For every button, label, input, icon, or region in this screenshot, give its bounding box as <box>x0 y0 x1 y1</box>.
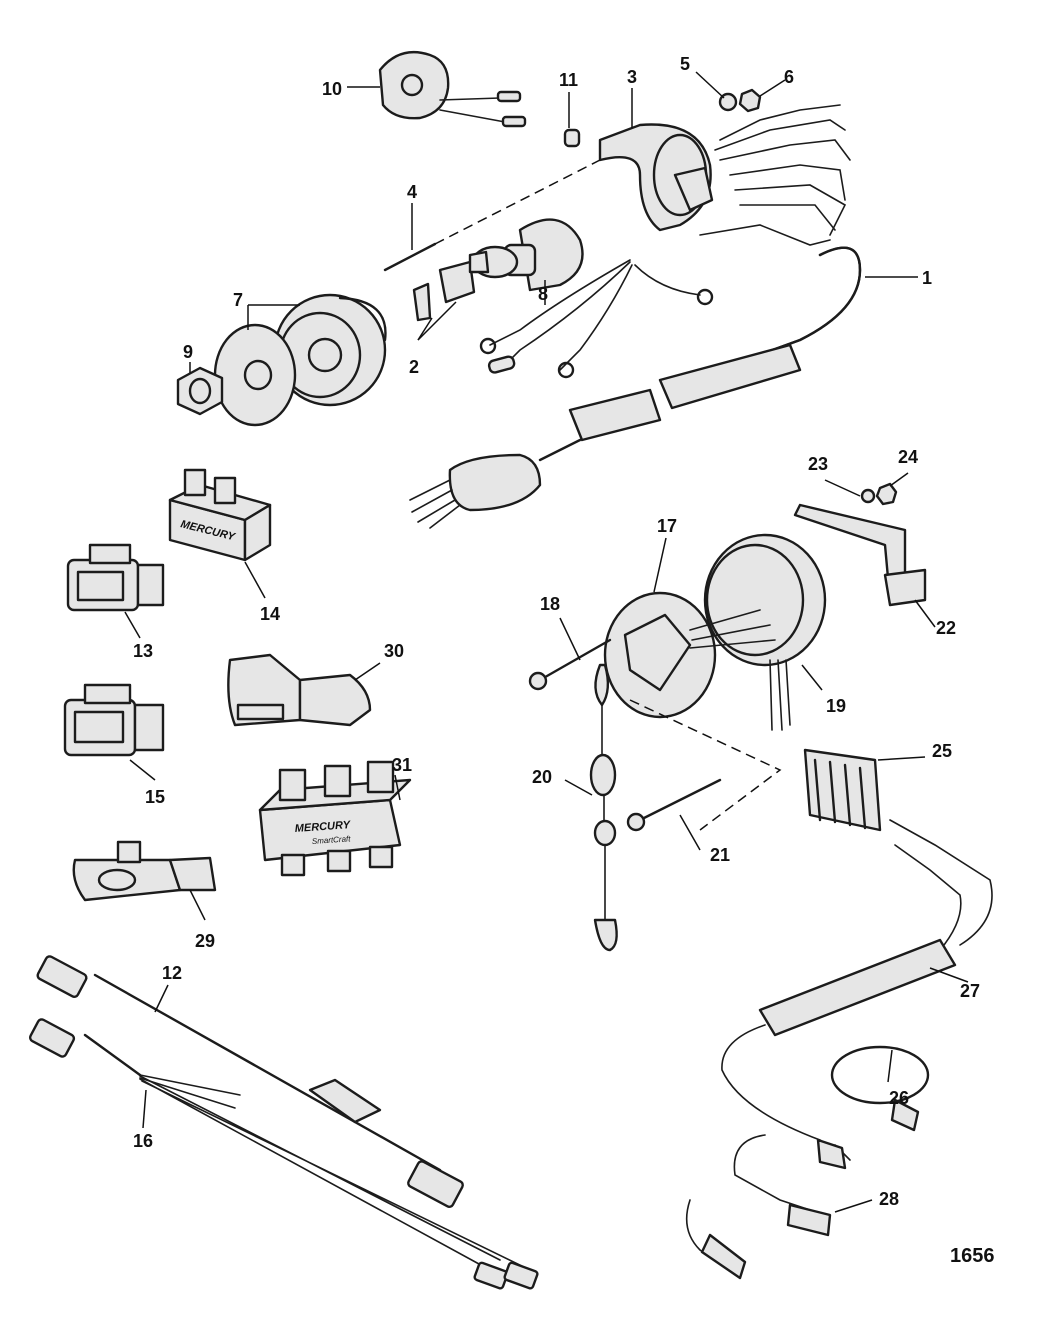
callout-7: 7 <box>233 290 243 310</box>
part-26-cable-tie <box>830 1045 930 1132</box>
callout-26: 26 <box>889 1088 909 1108</box>
part-24-nut <box>875 482 898 506</box>
callout-9: 9 <box>183 342 193 362</box>
part-29-connector <box>72 840 217 902</box>
part-1-harness <box>409 104 862 529</box>
part-15-connector <box>63 683 165 757</box>
callout-1: 1 <box>922 268 932 288</box>
callout-17: 17 <box>657 516 677 536</box>
part-31-junction: MERCURY SmartCraft <box>258 760 412 877</box>
callout-31: 31 <box>392 755 412 775</box>
part-19-gauge-body <box>703 533 827 731</box>
callout-labels: 10 11 3 5 6 4 7 8 9 1 2 14 13 30 15 31 2… <box>133 54 995 1267</box>
callout-30: 30 <box>384 641 404 661</box>
brand-label-31: MERCURY <box>294 819 352 835</box>
part-12-cable <box>36 955 464 1208</box>
callout-27: 27 <box>960 981 980 1001</box>
part-6-nut <box>738 88 762 113</box>
callout-3: 3 <box>627 67 637 87</box>
part-13-connector <box>66 543 165 612</box>
callout-4: 4 <box>407 182 417 202</box>
figure-number: 1656 <box>950 1245 995 1267</box>
callout-11: 11 <box>559 70 578 90</box>
callout-22: 22 <box>936 618 956 638</box>
brand-sublabel-31: SmartCraft <box>312 834 352 846</box>
callout-23: 23 <box>808 454 828 474</box>
part-28-leads <box>685 1134 832 1280</box>
callout-21: 21 <box>710 845 730 865</box>
part-7-housing <box>273 293 387 407</box>
leader-lines <box>124 71 969 1213</box>
part-22-bracket <box>793 503 927 607</box>
part-2-plate <box>438 260 476 304</box>
part-17-lanyard-switch <box>603 591 776 719</box>
part-10-switch <box>378 50 527 128</box>
part-30-connector <box>227 653 372 727</box>
callout-29: 29 <box>195 931 215 951</box>
callout-15: 15 <box>145 787 165 807</box>
part-16-cable <box>28 1018 539 1290</box>
part-2-clip <box>412 282 432 322</box>
callout-6: 6 <box>784 67 794 87</box>
callout-14: 14 <box>260 604 280 624</box>
part-8-keyswitch <box>468 218 584 292</box>
callout-10: 10 <box>322 79 342 99</box>
callout-12: 12 <box>162 963 182 983</box>
callout-28: 28 <box>879 1189 899 1209</box>
part-9-nut <box>176 366 224 416</box>
part-23-washer <box>860 488 876 504</box>
part-27-harness <box>721 819 993 1170</box>
part-18-screw <box>528 638 612 691</box>
part-4-rod <box>383 242 437 272</box>
callout-25: 25 <box>932 741 952 761</box>
part-25-heatsink <box>803 748 882 832</box>
part-20-lanyard <box>589 663 618 952</box>
callout-16: 16 <box>133 1131 153 1151</box>
callout-13: 13 <box>133 641 153 661</box>
callout-2: 2 <box>409 357 419 377</box>
callout-24: 24 <box>898 447 918 467</box>
callout-5: 5 <box>680 54 690 74</box>
part-21-screw <box>626 778 722 832</box>
part-7-plate <box>213 323 297 427</box>
part-3-bracket <box>598 123 714 232</box>
part-11-plug <box>563 128 581 148</box>
part-14-junction: MERCURY <box>168 468 272 562</box>
callout-19: 19 <box>826 696 846 716</box>
callout-18: 18 <box>540 594 560 614</box>
callout-20: 20 <box>532 767 552 787</box>
callout-8: 8 <box>538 284 548 304</box>
